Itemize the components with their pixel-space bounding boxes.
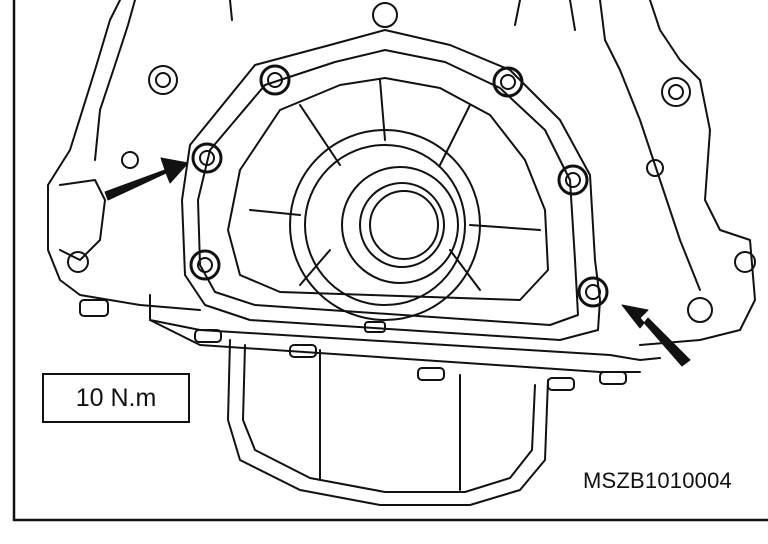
arrow-right-pointer (621, 304, 691, 367)
oil-pan (227, 339, 549, 506)
torque-spec-label: 10 N.m (42, 373, 190, 423)
figure-code: MSZB1010004 (583, 468, 732, 493)
torque-value: 10 N.m (75, 383, 157, 412)
block-holes (67, 2, 756, 323)
cover-bolts (189, 64, 609, 308)
engine-block (47, 0, 756, 373)
frame-border (12, 0, 768, 522)
oil-seal (289, 129, 481, 321)
rear-cover-plate (181, 29, 601, 341)
arrow-left-pointer (104, 157, 189, 201)
